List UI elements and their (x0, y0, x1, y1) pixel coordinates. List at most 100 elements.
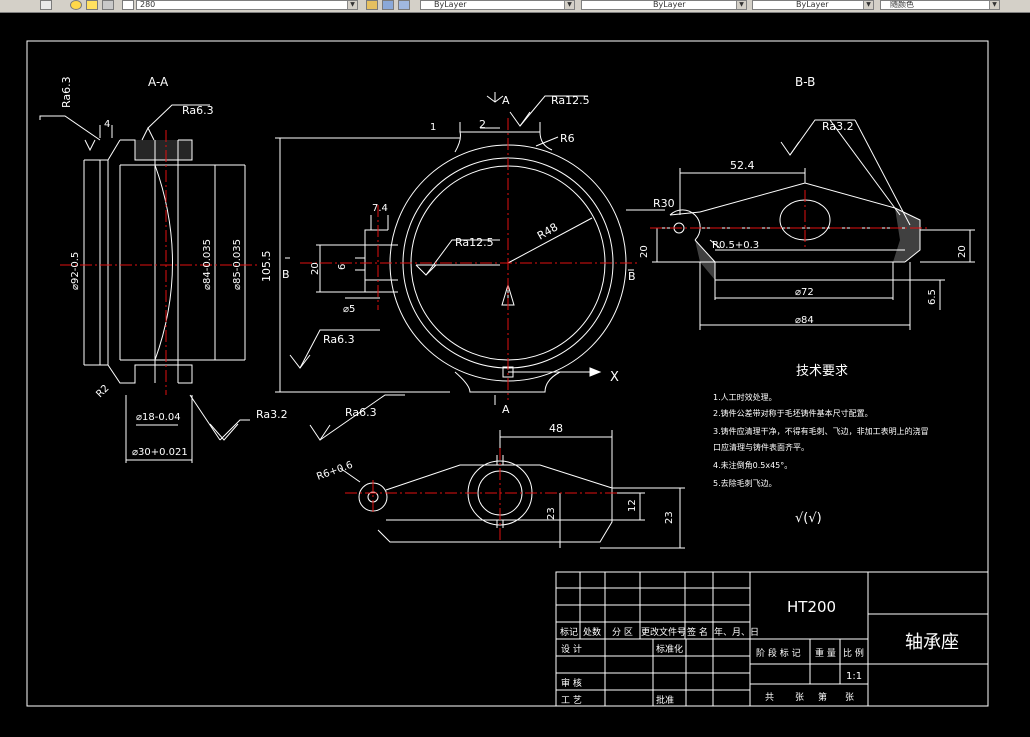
roughness-label-r2: Ra6.3 (182, 104, 214, 117)
layer-lock-icon[interactable] (102, 0, 114, 10)
top-view: 48 R6+0.6 23 12 23 (315, 422, 685, 549)
tb-standardization: 标准化 (656, 643, 683, 655)
tech-title: 技术要求 (796, 364, 848, 379)
layer-color-icon[interactable] (122, 0, 134, 10)
dim-r30: R30 (653, 197, 675, 210)
color-dropdown[interactable]: ByLayer ▼ (420, 0, 575, 10)
tb-stage-label: 阶 段 标 记 (756, 647, 801, 659)
tech-requirements: 技术要求 1.人工时效处理。 2.铸件公差带对称于毛坯铸件基本尺寸配置。 3.铸… (713, 364, 929, 526)
tech-item-3: 3.铸件应清理干净，不得有毛刺、飞边，非加工表明上的浇冒 (713, 426, 929, 436)
drawing-svg: A-A (26, 40, 989, 707)
tb-header-4: 更改文件号 (641, 626, 686, 638)
roughness-label-r7: Ra3.2 (822, 120, 854, 133)
dim-6-5: 6.5 (927, 289, 938, 305)
dim-r6b: R6+0.6 (315, 460, 354, 483)
section-mark-b-left: B (282, 268, 290, 281)
chevron-down-icon[interactable]: ▼ (736, 1, 746, 9)
dim-phi72: ⌀72 (795, 287, 814, 298)
view-label-aa: A-A (148, 75, 169, 89)
tb-sheet-3: 第 (818, 691, 827, 703)
linetype-dropdown[interactable]: ByLayer ▼ (581, 0, 747, 10)
tb-scale-label: 比 例 (843, 647, 864, 659)
dim-52-4: 52.4 (730, 159, 755, 172)
color-value: ByLayer (434, 0, 467, 9)
axis-label-x: X (610, 370, 619, 385)
tb-row-process: 工 艺 (561, 695, 582, 706)
dim-20c: 20 (957, 245, 968, 258)
drawing-border (26, 40, 989, 707)
dim-phi85: ⌀85-0.035 (232, 239, 243, 290)
tb-sheet-1: 共 (765, 692, 774, 703)
tech-item-6: 5.去除毛刺飞边。 (713, 478, 777, 488)
roughness-label-r3: Ra12.5 (551, 94, 590, 107)
plotstyle-dropdown[interactable]: 随颜色 ▼ (880, 0, 1000, 10)
layer-manager-icon[interactable] (398, 0, 410, 10)
layer-state-icon[interactable] (40, 0, 52, 10)
layer-bulb-icon[interactable] (70, 0, 82, 10)
dim-20b: 20 (639, 245, 650, 258)
section-view-aa: A-A (39, 75, 288, 463)
tech-item-2: 2.铸件公差带对称于毛坯铸件基本尺寸配置。 (713, 408, 873, 418)
dim-phi30: ⌀30+0.021 (132, 447, 188, 458)
dim-20a: 20 (310, 262, 321, 275)
roughness-label-r6: Ra6.3 (323, 333, 355, 346)
dim-4: 4 (104, 119, 110, 130)
dim-23b: 23 (664, 511, 675, 524)
tb-header-3: 分 区 (612, 627, 633, 638)
chevron-down-icon[interactable]: ▼ (564, 1, 574, 9)
tb-header-2: 处数 (583, 626, 601, 638)
title-material: HT200 (787, 598, 836, 616)
chevron-down-icon[interactable]: ▼ (863, 1, 873, 9)
roughness-label-r5: Ra3.2 (256, 408, 288, 421)
chevron-down-icon[interactable]: ▼ (347, 1, 357, 9)
properties-toolbar: 280 ▼ ByLayer ▼ ByLayer ▼ ByLayer ▼ 随颜色 … (0, 0, 1030, 13)
section-mark-a-top: A (502, 94, 510, 107)
layer-sun-icon[interactable] (86, 0, 98, 10)
layer-value: 280 (140, 0, 156, 9)
tech-item-1: 1.人工时效处理。 (713, 392, 777, 402)
roughness-label-r1: Ra6.3 (60, 76, 73, 108)
tb-row-design: 设 计 (561, 643, 582, 655)
dim-phi92: ⌀92-0.5 (70, 252, 81, 290)
dim-105: 105.5 (260, 251, 273, 283)
section-view-bb: B-B (626, 75, 975, 330)
lineweight-dropdown[interactable]: ByLayer ▼ (752, 0, 874, 10)
dim-phi5: ⌀5 (343, 304, 355, 315)
dim-48: 48 (549, 422, 563, 435)
dim-phi84b: ⌀84 (795, 315, 814, 326)
layer-previous-icon[interactable] (382, 0, 394, 10)
roughness-label-r4: Ra12.5 (455, 236, 494, 249)
tech-item-4: 口应清理与铸件表面齐平。 (713, 442, 809, 452)
dim-phi84: ⌀84-0.035 (202, 239, 213, 290)
title-part-name: 轴承座 (905, 632, 959, 653)
tb-sheet-2: 张 (795, 692, 804, 703)
tb-header-1: 标记 (560, 626, 578, 638)
section-mark-b-right: B (628, 270, 636, 283)
chevron-down-icon[interactable]: ▼ (989, 1, 999, 9)
section-mark-a-bottom: A (502, 403, 510, 416)
drawing-canvas[interactable]: A-A (0, 12, 1030, 733)
dim-r2: R2 (94, 383, 111, 400)
tb-header-5: 签 名 (687, 626, 708, 638)
dim-6: 6 (337, 264, 348, 270)
dim-23a: 23 (546, 507, 557, 520)
lineweight-value: ByLayer (796, 0, 829, 9)
general-roughness-symbol: √(√) (795, 511, 822, 526)
tb-sheet-4: 张 (845, 692, 854, 703)
make-current-icon[interactable] (366, 0, 378, 10)
tb-row-review: 审 核 (561, 677, 582, 689)
front-view: A A B B X 1 2 R6 Ra12.5 105.5 7.4 20 6 ⌀… (260, 92, 640, 441)
dim-r05: R0.5+0.3 (712, 240, 759, 251)
dim-7-4: 7.4 (372, 203, 388, 214)
layer-dropdown[interactable]: 280 ▼ (136, 0, 358, 10)
tb-weight-label: 重 量 (815, 647, 836, 659)
dim-2: 2 (479, 118, 486, 131)
roughness-label-r8: Ra6.3 (345, 406, 377, 419)
dim-r6: R6 (560, 132, 575, 145)
view-label-bb: B-B (795, 75, 815, 89)
tech-item-5: 4.未注倒角0.5x45°。 (713, 460, 792, 470)
dim-r48: R48 (535, 221, 560, 243)
tb-scale-value: 1:1 (846, 671, 862, 682)
linetype-value: ByLayer (653, 0, 686, 9)
dim-phi18: ⌀18-0.04 (136, 412, 181, 423)
